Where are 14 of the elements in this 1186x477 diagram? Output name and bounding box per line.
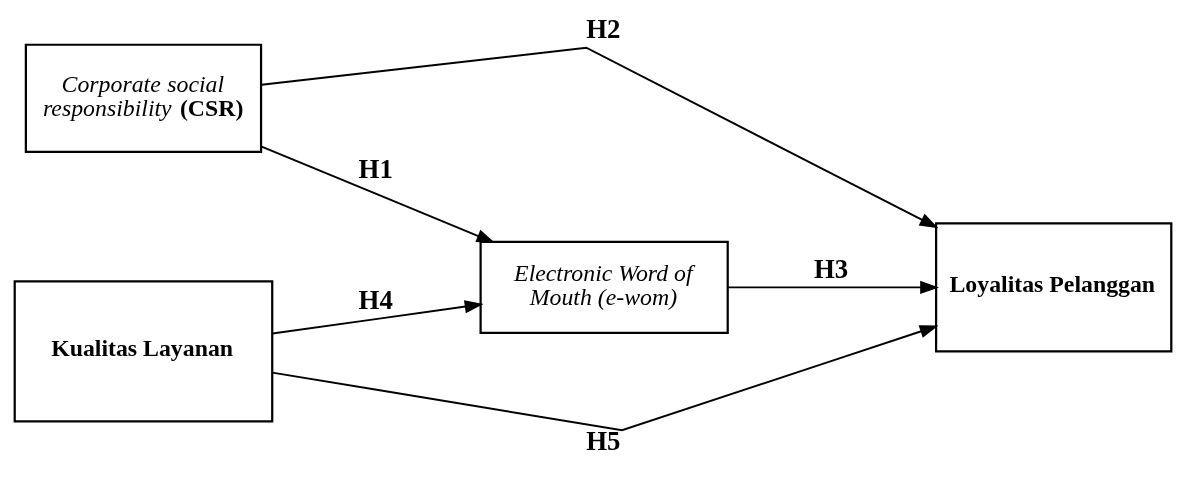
node-box: Electronic Word of Mouth (e-wom) xyxy=(479,240,729,334)
edge-label: H4 xyxy=(358,284,393,315)
node-box: Loyalitas Pelanggan xyxy=(935,221,1173,352)
edge-label: H5 xyxy=(586,425,621,456)
arrow xyxy=(727,280,939,294)
arrow xyxy=(260,46,939,228)
arrow xyxy=(271,299,484,335)
node-box: Kualitas Layanan xyxy=(13,279,274,422)
node-box: Corporate social responsibility (CSR) xyxy=(24,43,263,153)
arrow xyxy=(271,324,939,431)
edge-label: H3 xyxy=(814,253,849,284)
arrow xyxy=(260,145,496,243)
edge-label: H2 xyxy=(586,13,621,44)
edge-label: H1 xyxy=(358,153,393,184)
